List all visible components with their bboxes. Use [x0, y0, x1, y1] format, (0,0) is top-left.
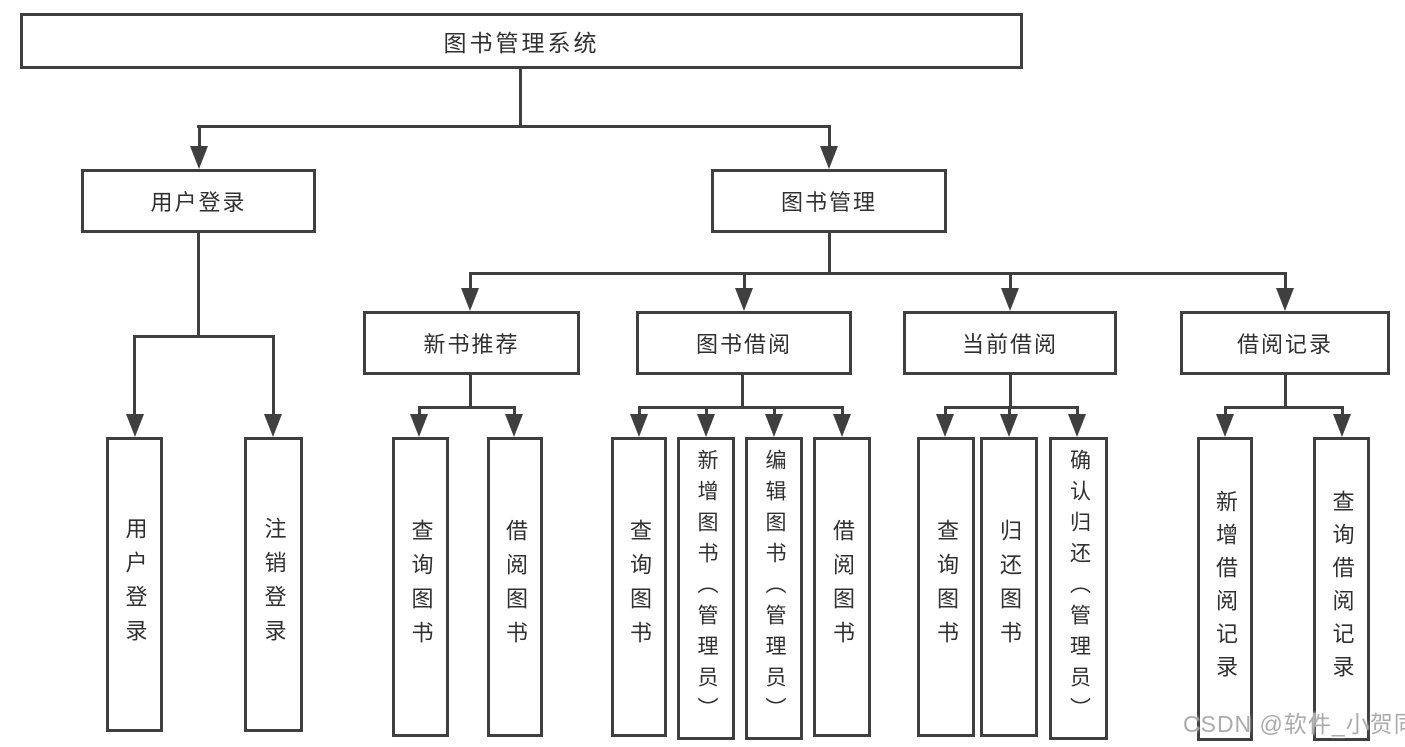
connector-root-rail: [197, 125, 831, 128]
node-library-system: 图书管理系统: [20, 13, 1023, 69]
leaf-user-login: 用户登录: [106, 437, 163, 732]
connector-records-drop-1: [1224, 406, 1227, 418]
connector-currentborrow-drop-2: [1008, 406, 1011, 418]
arrow-down-records-add: [1216, 414, 1234, 437]
leaf-newbooks-borrow: 借阅图书: [487, 437, 543, 737]
leaf-newbooks-query: 查询图书: [392, 437, 449, 737]
connector-currentborrow-rail: [944, 406, 1079, 409]
connector-bookborrow-stub: [741, 375, 744, 406]
connector-bookmgmt-drop-1: [469, 272, 472, 290]
connector-currentborrow-stub: [1009, 375, 1012, 406]
arrow-down-current-return: [1000, 414, 1018, 437]
arrow-down-current-query: [936, 414, 954, 437]
connector-newbooks-rail: [418, 406, 516, 409]
connector-bookborrow-drop-3: [773, 406, 776, 418]
arrow-down-newbooks-query: [410, 414, 428, 437]
connector-bookmgmt-drop-2: [743, 272, 746, 290]
connector-userlogin-rail: [133, 335, 274, 338]
node-user-login: 用户登录: [81, 169, 316, 233]
arrow-down-borrow-add: [697, 414, 715, 437]
connector-newbooks-stub: [469, 375, 472, 406]
connector-bookborrow-rail: [638, 406, 843, 409]
arrow-down-borrow-borrow: [833, 414, 851, 437]
arrow-down-newbooks-borrow: [505, 414, 523, 437]
arrow-down-login: [126, 414, 144, 437]
arrow-down-book-borrow: [735, 288, 753, 311]
connector-bookmgmt-rail: [469, 272, 1286, 275]
connector-bookmgmt-drop-3: [1009, 272, 1012, 290]
connector-records-stub: [1284, 375, 1287, 406]
node-borrow-records: 借阅记录: [1180, 311, 1390, 375]
leaf-current-confirm-admin: 确认归还（管理员）: [1049, 437, 1108, 740]
arrow-down-logout: [264, 414, 282, 437]
connector-currentborrow-drop-1: [944, 406, 947, 418]
arrow-down-user-login: [190, 146, 208, 169]
leaf-current-return: 归还图书: [980, 437, 1038, 737]
leaf-records-query: 查询借阅记录: [1313, 437, 1370, 741]
connector-root-drop-left: [198, 125, 201, 149]
connector-bookborrow-drop-1: [638, 406, 641, 418]
arrow-down-new-books: [461, 288, 479, 311]
arrow-down-current-borrow: [1001, 288, 1019, 311]
node-current-borrow: 当前借阅: [903, 311, 1117, 375]
connector-records-rail: [1224, 406, 1343, 409]
arrow-down-borrow-query: [630, 414, 648, 437]
connector-userlogin-drop-2: [272, 335, 275, 415]
connector-records-drop-2: [1341, 406, 1344, 418]
arrow-down-borrow-edit: [765, 414, 783, 437]
leaf-borrow-query: 查询图书: [611, 437, 667, 737]
node-new-books: 新书推荐: [363, 311, 580, 375]
connector-currentborrow-drop-3: [1076, 406, 1079, 418]
connector-userlogin-stub: [197, 233, 200, 335]
leaf-borrow-edit-admin: 编辑图书（管理员）: [745, 437, 803, 740]
connector-newbooks-drop-2: [513, 406, 516, 418]
arrow-down-records-query: [1333, 414, 1351, 437]
connector-bookmgmt-stub: [828, 233, 831, 272]
arrow-down-current-confirm: [1068, 414, 1086, 437]
node-book-borrow: 图书借阅: [636, 311, 852, 375]
leaf-current-query: 查询图书: [917, 437, 975, 737]
connector-bookborrow-drop-2: [705, 406, 708, 418]
connector-newbooks-drop-1: [418, 406, 421, 418]
arrow-down-book-mgmt: [820, 146, 838, 169]
connector-bookmgmt-drop-4: [1284, 272, 1287, 290]
csdn-watermark: CSDN @软件_小贺同学: [1183, 711, 1405, 737]
leaf-records-add: 新增借阅记录: [1197, 437, 1253, 741]
connector-root-drop-right: [828, 125, 831, 149]
leaf-user-logout: 注销登录: [244, 437, 303, 732]
connector-bookborrow-drop-4: [841, 406, 844, 418]
connector-root-stub: [519, 69, 522, 125]
leaf-borrow-add-admin: 新增图书（管理员）: [677, 437, 735, 740]
leaf-borrow-borrow: 借阅图书: [813, 437, 871, 737]
connector-userlogin-drop-1: [133, 335, 136, 415]
arrow-down-borrow-records: [1276, 288, 1294, 311]
node-book-mgmt: 图书管理: [711, 169, 947, 233]
